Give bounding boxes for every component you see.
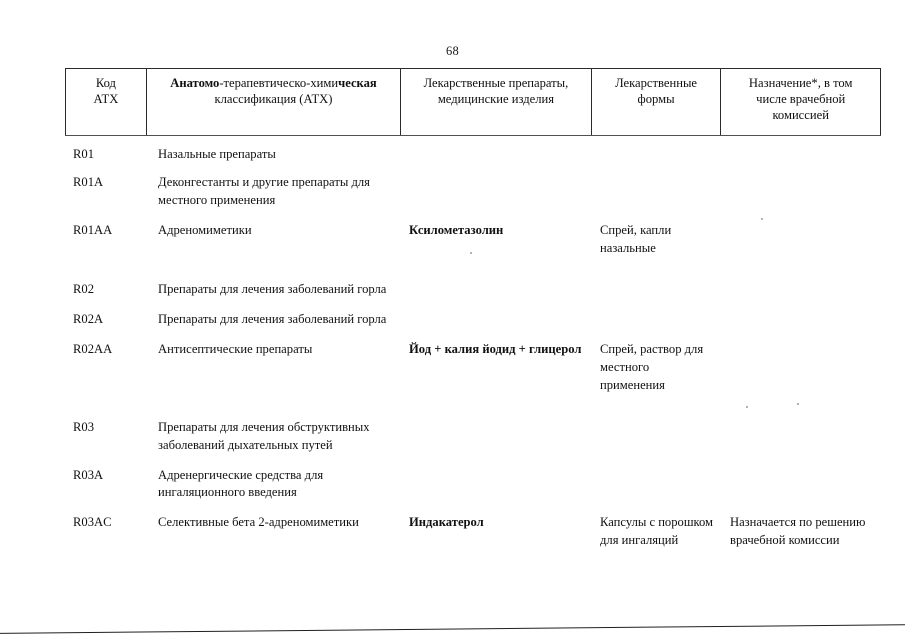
cell-dosage-forms: Спрей, капли назальные	[600, 222, 672, 255]
scan-speck	[761, 218, 763, 220]
cell-atx-code: R02AA	[73, 342, 113, 357]
cell-classification: Адреномиметики	[158, 222, 252, 237]
table-row: R02A Препараты для лечения заболеваний г…	[65, 311, 881, 329]
cell-classification: Деконгестанты и другие препараты для мес…	[158, 174, 370, 207]
header-line: Лекарственные препараты,	[423, 76, 569, 90]
cell-atx-code: R01	[73, 147, 94, 161]
cell-atx-code: R03AC	[73, 515, 112, 530]
header-line: АТХ	[93, 91, 119, 106]
header-line: формы	[637, 91, 675, 106]
header-fragment: Анатомо	[170, 76, 220, 90]
cell-atx-code: R03	[73, 419, 94, 434]
header-line: Анатомо-терапевтическо-химическая	[153, 76, 394, 92]
table-row: R03 Препараты для лечения обструктивных …	[65, 419, 881, 455]
scan-edge-artifact	[0, 624, 905, 634]
table-body: R01 Назальные препараты R01A Деконгестан…	[65, 136, 881, 550]
header-line: Код	[95, 76, 116, 90]
cell-dosage-forms: Капсулы с порошком для ингаляций	[600, 515, 714, 548]
table-row: R01AA Адреномиметики Ксилометазолин Спре…	[65, 222, 881, 258]
header-fragment: ческая	[338, 76, 377, 90]
cell-classification: Селективные бета 2-адреномиметики	[158, 515, 359, 530]
scan-speck	[470, 252, 472, 254]
table-row: R01 Назальные препараты	[65, 146, 881, 164]
header-line: классификация (АТХ)	[214, 91, 333, 106]
table-row: R01A Деконгестанты и другие препараты дл…	[65, 174, 881, 210]
header-line: медицинские изделия	[437, 91, 555, 106]
table-row: R02AA Антисептические препараты Йод + ка…	[65, 341, 881, 395]
header-line: Лекарственные	[615, 76, 698, 90]
page-number: 68	[446, 44, 459, 58]
header-line: числе врачебной	[756, 91, 846, 106]
header-cell-dosage-forms: Лекарственные формы	[592, 69, 722, 135]
header-cell-prescription-note: Назначение*, в том числе врачебной комис…	[721, 69, 880, 135]
cell-drugs: Йод + калия йодид + глицерол	[409, 342, 582, 357]
cell-atx-code: R01AA	[73, 222, 113, 237]
cell-drugs: Ксилометазолин	[409, 222, 504, 237]
cell-classification: Антисептические препараты	[158, 342, 313, 357]
atx-classification-table: Код АТХ Анатомо-терапевтическо-химическа…	[65, 68, 881, 560]
header-cell-drugs: Лекарственные препараты, медицинские изд…	[401, 69, 592, 135]
header-cell-classification: Анатомо-терапевтическо-химическая класси…	[147, 69, 402, 135]
cell-classification: Препараты для лечения заболеваний горла	[158, 282, 387, 297]
header-cell-atx-code: Код АТХ	[66, 69, 147, 135]
header-line: Назначение*, в том	[748, 76, 853, 90]
table-row: R03AC Селективные бета 2-адреномиметики …	[65, 514, 881, 550]
cell-classification: Адренергические средства для ингаляционн…	[158, 467, 324, 500]
cell-dosage-forms: Спрей, раствор для местного применения	[600, 342, 704, 392]
table-row: R02 Препараты для лечения заболеваний го…	[65, 281, 881, 299]
cell-classification: Препараты для лечения заболеваний горла	[158, 312, 387, 327]
header-fragment: -терапевтическо-хими	[219, 76, 339, 90]
header-line: комиссией	[772, 107, 829, 122]
cell-atx-code: R02A	[73, 312, 104, 327]
cell-atx-code: R01A	[73, 174, 104, 189]
table-header-row: Код АТХ Анатомо-терапевтическо-химическа…	[65, 68, 881, 135]
scan-speck	[797, 403, 799, 405]
cell-classification: Назальные препараты	[158, 147, 276, 161]
table-row: R03A Адренергические средства для ингаля…	[65, 467, 881, 503]
cell-drugs: Индакатерол	[409, 515, 484, 530]
cell-atx-code: R02	[73, 282, 94, 297]
cell-prescription-note: Назначается по решению врачебной комисси…	[730, 515, 866, 548]
header-bottom-rule	[65, 135, 881, 136]
cell-atx-code: R03A	[73, 467, 104, 482]
cell-classification: Препараты для лечения обструктивных забо…	[158, 419, 370, 452]
scan-speck	[746, 406, 748, 408]
